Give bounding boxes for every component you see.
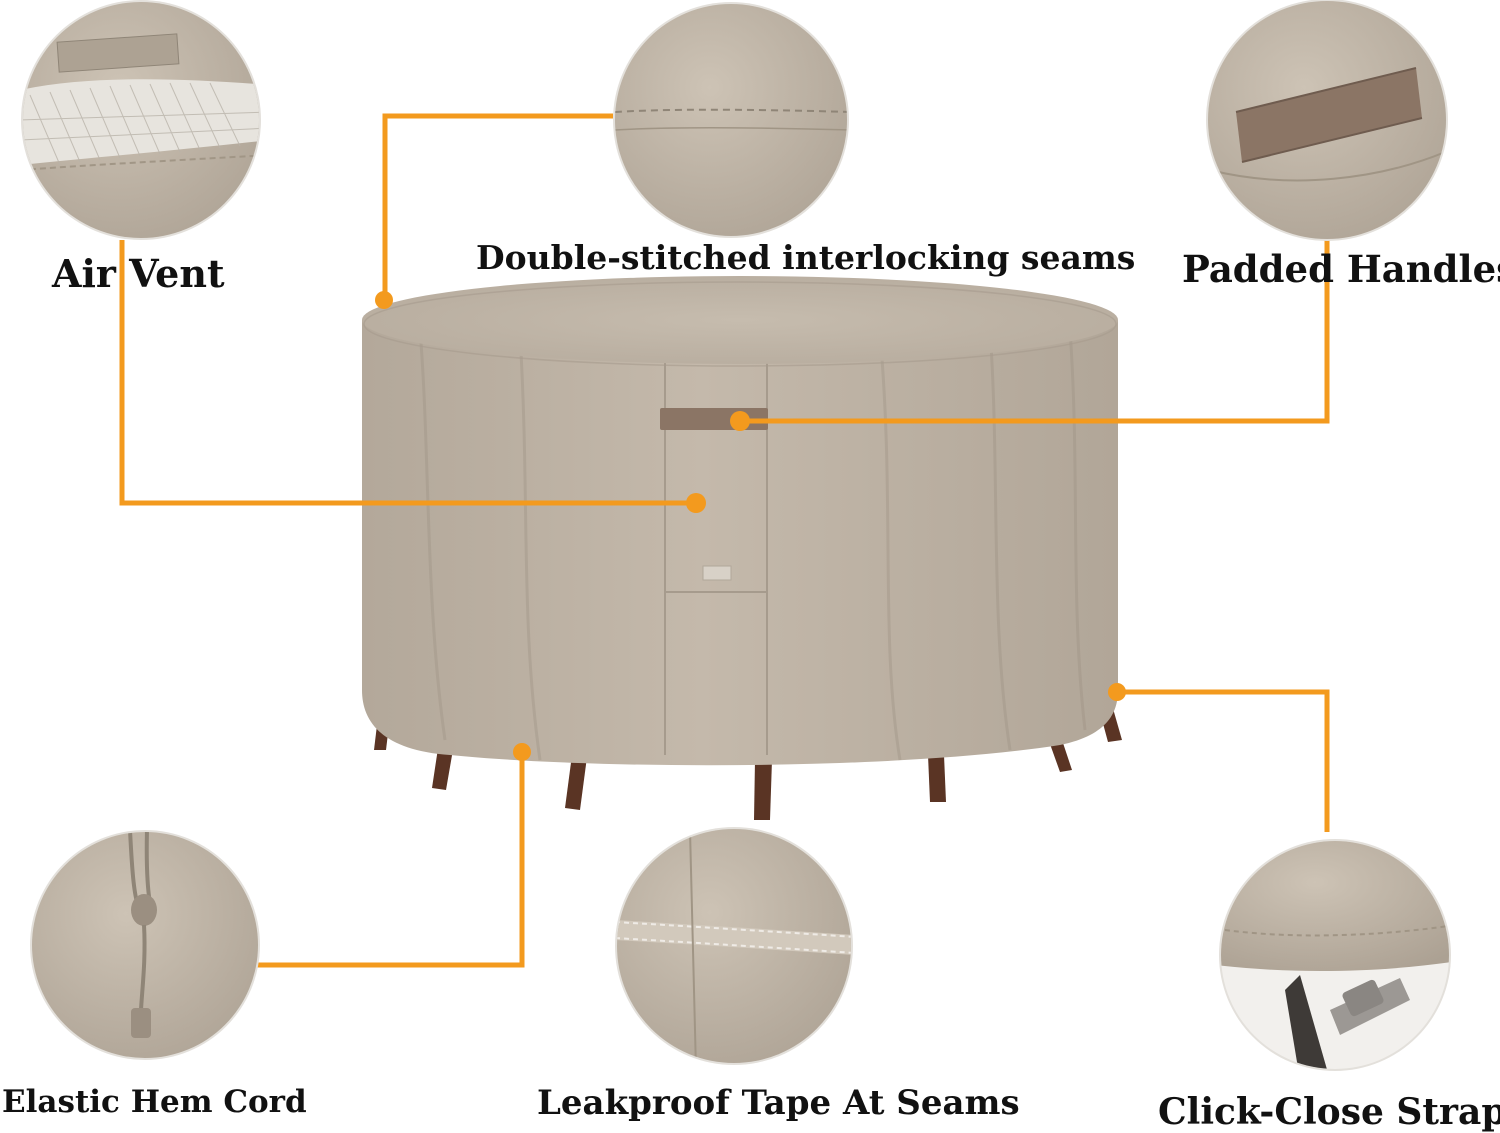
callout-line-seams xyxy=(382,113,613,300)
detail-straps xyxy=(1219,839,1451,1071)
cover-label xyxy=(702,565,732,581)
detail-tape xyxy=(615,827,853,1065)
callout-line-straps xyxy=(1117,689,1330,832)
detail-seams xyxy=(613,2,849,238)
callout-line-handles xyxy=(741,240,1330,424)
label-seams: Double-stitched interlocking seams xyxy=(476,238,1136,277)
label-elastic-hem-cord: Elastic Hem Cord xyxy=(2,1084,307,1120)
cover-top xyxy=(362,276,1118,364)
label-leakproof-tape: Leakproof Tape At Seams xyxy=(537,1083,1020,1123)
detail-hem-cord xyxy=(30,830,260,1060)
label-padded-handles: Padded Handles xyxy=(1182,247,1500,291)
callout-dot-handles xyxy=(730,411,750,431)
callout-dot-straps xyxy=(1108,683,1126,701)
label-air-vent: Air Vent xyxy=(52,251,225,296)
detail-handles xyxy=(1206,0,1448,241)
label-click-close-straps: Click-Close Straps xyxy=(1158,1091,1500,1133)
callout-line-air-vent xyxy=(119,240,696,506)
callout-dot-air-vent xyxy=(686,493,706,513)
callout-lines xyxy=(119,113,1330,968)
callout-dots xyxy=(375,291,1126,761)
callout-dot-hem xyxy=(513,743,531,761)
callout-dot-seams xyxy=(375,291,393,309)
table-cover xyxy=(362,276,1122,820)
cover-body xyxy=(362,320,1118,766)
detail-air-vent xyxy=(21,0,261,240)
callout-line-hem xyxy=(255,752,525,968)
